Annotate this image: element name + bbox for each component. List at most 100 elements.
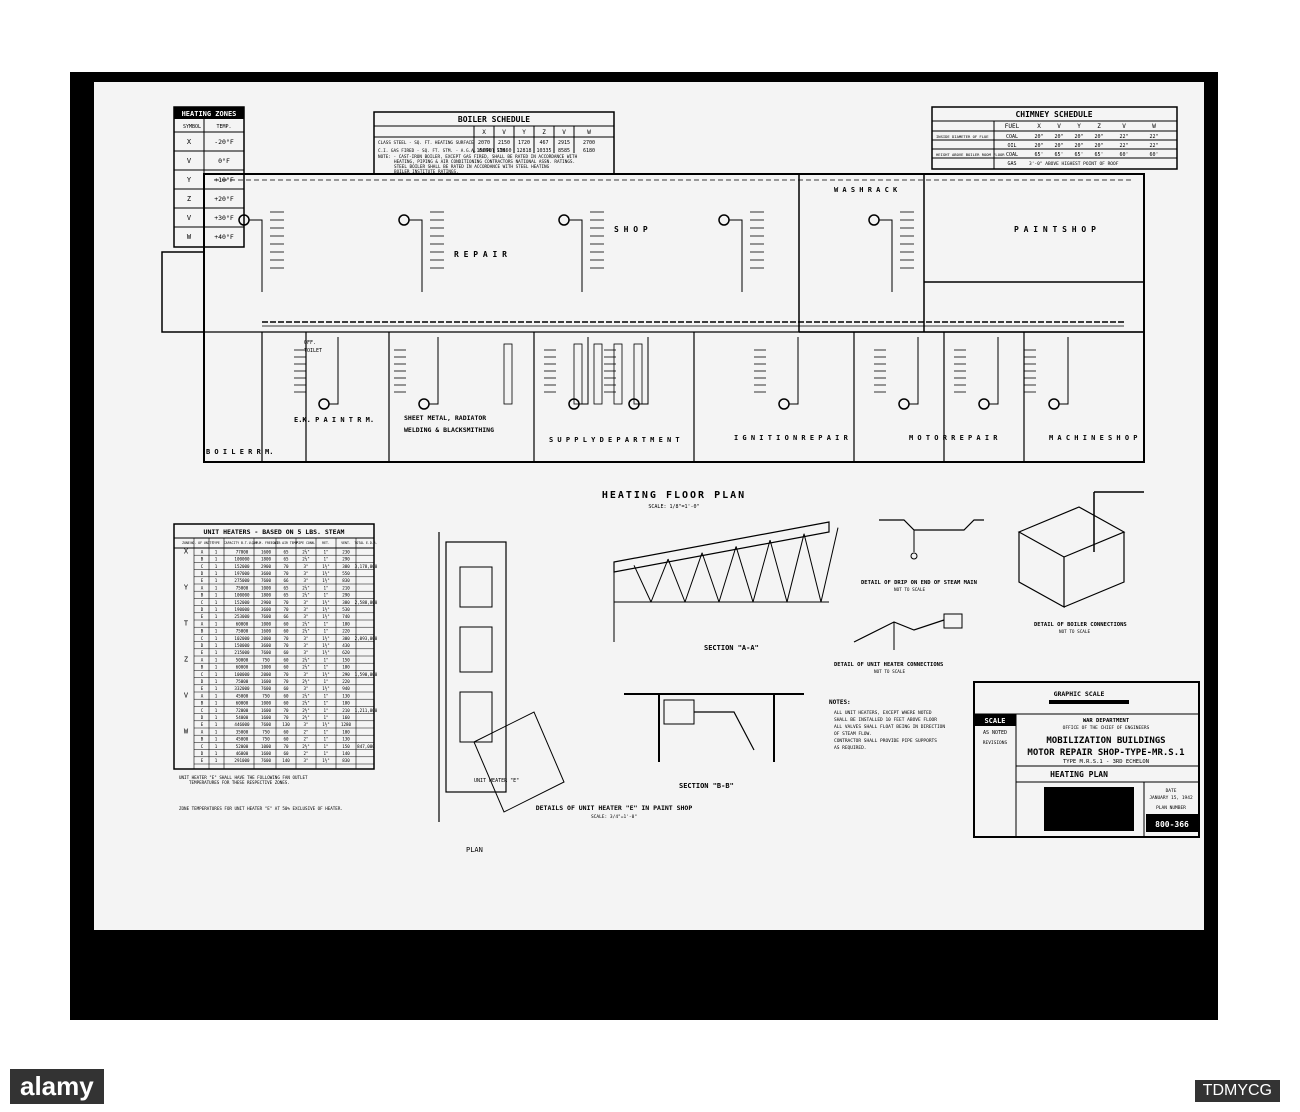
chimney-fuel: COAL (1006, 134, 1018, 140)
boiler-cell: 2070 (478, 140, 490, 146)
revisions-label: REVISIONS (983, 740, 1008, 746)
title-line-3: TYPE M.R.S.1 - 3RD ECHELON (1063, 759, 1149, 765)
uh-cell: B (201, 701, 204, 706)
boiler-col-header: W (587, 129, 591, 136)
unit-heaters-table: UNIT HEATERS - BASED ON 5 LBS. STEAM ZON… (173, 523, 378, 811)
uh-cell: 1 (215, 722, 218, 727)
uh-cell: 3" (303, 614, 308, 619)
uh-cell: 1000 (261, 665, 272, 670)
uh-cell: 35000 (236, 729, 249, 734)
uh-cell: 1000 (261, 621, 272, 626)
uh-cell: 1" (323, 693, 328, 698)
room-welding: WELDING & BLACKSMITHING (404, 426, 494, 434)
uh-cell: 290 (342, 593, 350, 598)
zones-title: HEATING ZONES (182, 110, 237, 118)
uh-cell: 65 (283, 585, 289, 590)
uh-cell: 60000 (236, 665, 249, 670)
uh-cell: 7600 (261, 650, 272, 655)
uh-cell: 1 (215, 636, 218, 641)
uh-cell: B (201, 557, 204, 562)
uh-cell: 1 (215, 672, 218, 677)
chimney-cell: 60' (1149, 152, 1158, 158)
uh-cell: 1½" (322, 643, 330, 648)
chimney-cell: 22" (1119, 134, 1128, 140)
uh-cell: 2½" (302, 593, 310, 598)
room-sheet-metal: SHEET METAL, RADIATOR (404, 414, 486, 422)
uh-cell: 1" (323, 729, 328, 734)
unit-heater-symbol (398, 214, 410, 226)
uh-cell: 2½" (302, 744, 310, 749)
uh-cell: 2" (303, 751, 308, 756)
uh-cell: 160 (342, 715, 350, 720)
chimney-cell: 20" (1074, 134, 1083, 140)
room-boiler: B O I L E R R M. (206, 448, 273, 456)
unit-heater-symbol (718, 214, 730, 226)
note-line: SHALL BE INSTALLED 10 FEET ABOVE FLOOR (834, 717, 937, 723)
uh-cell: 60 (283, 621, 289, 626)
uh-cell: 2,588,000 (355, 600, 378, 605)
date-label: DATE (1166, 788, 1177, 794)
uh-cell: C (201, 672, 204, 677)
detail-unit-heater-plan: PLAN UNIT HEATER "E" (438, 532, 565, 854)
unit-heater-symbol (318, 398, 330, 410)
detail-section-bb: SECTION "B-B" (624, 693, 804, 790)
uh-cell: 54000 (236, 715, 249, 720)
uh-cell: 7600 (261, 686, 272, 691)
uh-cell: 70 (283, 679, 289, 684)
watermark-image-id: TDMYCG (1194, 1080, 1280, 1102)
uh-cell: 847,000 (357, 744, 375, 749)
uh-cell: 100000 (234, 557, 250, 562)
uh-cell: 2" (303, 729, 308, 734)
uh-col-header: NO. OF UNITS (190, 541, 213, 545)
uh-cell: 1 (215, 665, 218, 670)
uh-cell: C (201, 708, 204, 713)
uh-cell: 130 (342, 693, 350, 698)
uh-cell: 1 (215, 686, 218, 691)
uh-col-header: PIPE CONN. (296, 541, 315, 545)
uh-cell: 291000 (234, 758, 250, 763)
boiler-note-2: HEATING, PIPING & AIR CONDITIONING CONTR… (394, 159, 575, 165)
uh-cell: 1600 (261, 708, 272, 713)
uh-cell: V (184, 691, 189, 699)
chimney-cell: 65' (1074, 152, 1083, 158)
uh-cell: 220 (342, 629, 350, 634)
uh-cell: 1 (215, 744, 218, 749)
uh-cell: E (201, 758, 204, 763)
uh-cell: 65 (283, 549, 289, 554)
uh-cell: 180 (342, 665, 350, 670)
detail-section-aa: SECTION "A-A" (613, 521, 839, 652)
uh-cell: E (201, 686, 204, 691)
boiler-cell: 1720 (518, 140, 530, 146)
notes: NOTES: ALL UNIT HEATERS, EXCEPT WHERE NO… (829, 699, 945, 751)
boiler-note-4: BOILER INSTITUTE RATINGS. (394, 169, 459, 175)
uh-cell: 7600 (261, 578, 272, 583)
uh-cell: 180 (342, 621, 350, 626)
uh-cell: 2½" (302, 629, 310, 634)
unit-heater-symbol (868, 214, 880, 226)
zones-h-symbol: SYMBOL (183, 124, 201, 130)
unit-heaters-title: UNIT HEATERS - BASED ON 5 LBS. STEAM (204, 528, 345, 536)
boiler-col-header: Z (542, 129, 546, 136)
uh-cell: 1 (215, 643, 218, 648)
uh-cell: 1½" (322, 564, 330, 569)
uh-cell: 3" (303, 607, 308, 612)
unit-heater-symbol (898, 398, 910, 410)
uh-cell: 70 (283, 636, 289, 641)
uh-cell: 1" (323, 593, 328, 598)
uh-cell: B (201, 665, 204, 670)
uh-cell: 70 (283, 672, 289, 677)
uh-cell: 152000 (234, 600, 250, 605)
uh-cell: 1000 (261, 744, 272, 749)
uh-cell: 750 (262, 737, 270, 742)
uh-cell: 1½" (322, 686, 330, 691)
chimney-cell: 20" (1054, 134, 1063, 140)
room-washrack: W A S H R A C K (834, 186, 898, 194)
room-motor-repair: M O T O R R E P A I R (909, 434, 998, 442)
uh-cell: 1 (215, 593, 218, 598)
uh-cell: 45000 (236, 693, 249, 698)
uh-cell: 1 (215, 715, 218, 720)
uh-cell: E (201, 722, 204, 727)
uh-cell: 60 (283, 693, 289, 698)
